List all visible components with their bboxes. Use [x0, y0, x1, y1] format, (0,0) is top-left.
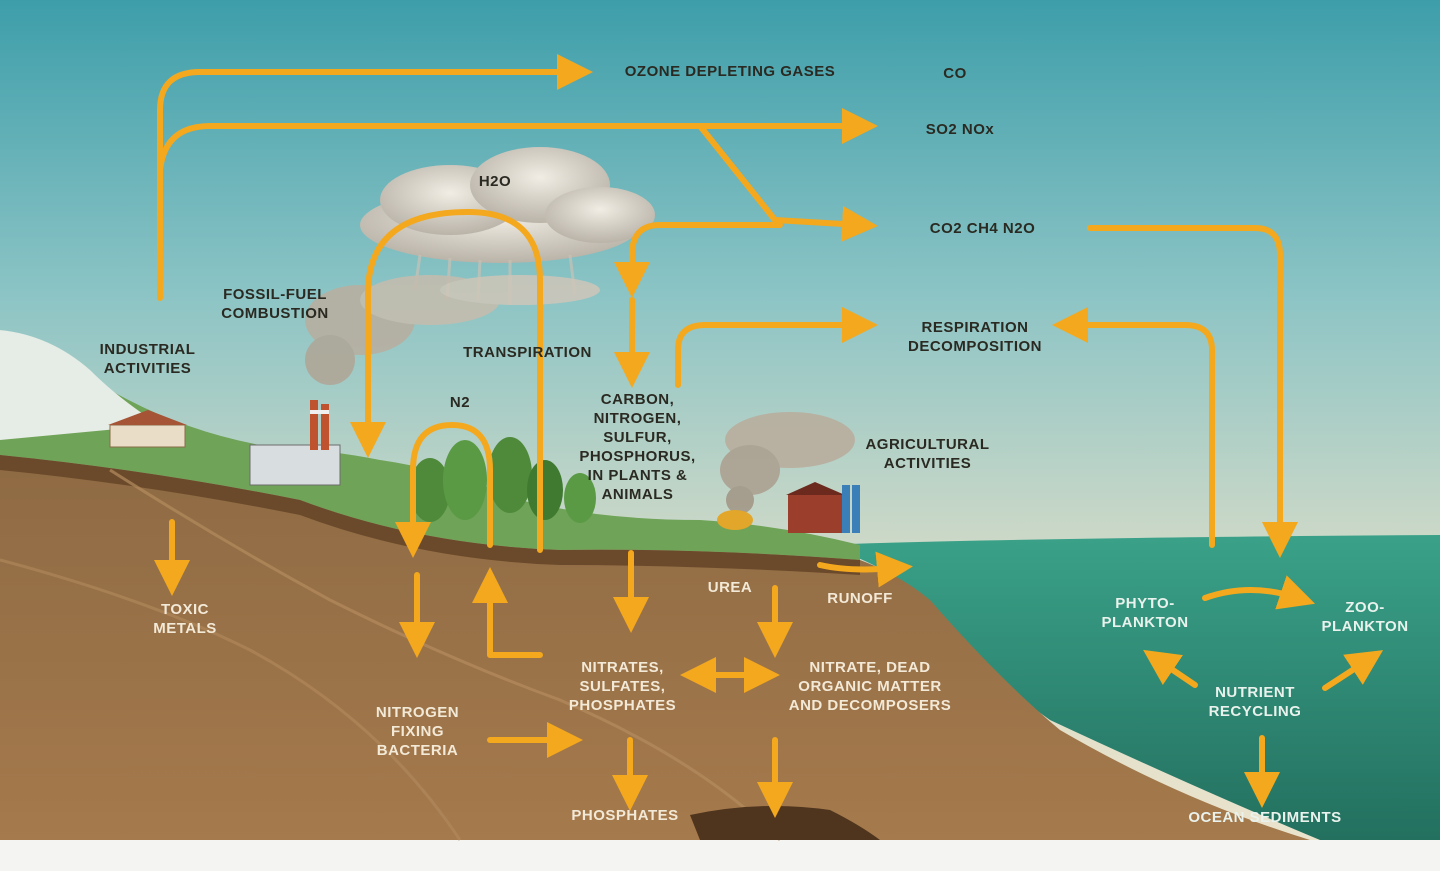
label-phytoplankton: PHYTO- PLANKTON	[1101, 595, 1189, 631]
label-runoff: RUNOFF	[827, 590, 893, 607]
label-nutrient-recycling: NUTRIENT RECYCLING	[1208, 684, 1302, 720]
label-n2: N2	[449, 394, 471, 411]
smoke-plume	[305, 275, 600, 385]
label-nitrate-dead-organic-matter: NITRATE, DEAD ORGANIC MATTER AND DECOMPO…	[788, 659, 952, 714]
label-urea: UREA	[707, 579, 753, 596]
soil-layer-top	[0, 455, 1310, 840]
arrows	[154, 54, 1384, 818]
arrow-industrial-to-ozone	[157, 54, 593, 301]
arrow-n2-loop	[395, 422, 493, 558]
soil-strata-1	[109, 468, 782, 842]
ocean	[820, 535, 1440, 840]
label-nitrates-sulfates-phosphates: NITRATES, SULFATES, PHOSPHATES	[568, 659, 677, 714]
label-transpiration: TRANSPIRATION	[463, 344, 592, 361]
forest	[410, 437, 596, 523]
arrow-nutrient-to-phyto	[1143, 649, 1198, 688]
arrow-phyto-to-zoo	[1202, 575, 1316, 610]
label-phosphates: PHOSPHATES	[571, 807, 679, 824]
rain-cloud	[360, 147, 655, 305]
label-agricultural-activities: AGRICULTURAL ACTIVITIES	[865, 436, 990, 472]
arrow-nutrient-to-zoo	[1322, 650, 1384, 691]
label-toxic-metals: TOXIC METALS	[153, 601, 217, 637]
arrow-co2-to-ocean	[1087, 225, 1298, 558]
label-fossil-fuel-combustion: FOSSIL-FUEL COMBUSTION	[221, 286, 329, 322]
label-ozone-depleting-gases: OZONE DEPLETING GASES	[624, 63, 836, 80]
arrow-cloud-loop	[350, 209, 543, 553]
arrow-co2-to-plants	[614, 222, 783, 298]
industrial-building	[108, 410, 187, 448]
arrow-to-co2	[697, 123, 878, 242]
farm-buildings	[717, 482, 860, 533]
arrow-bacteria-up	[472, 567, 543, 658]
label-zooplankton: ZOO- PLANKTON	[1321, 599, 1409, 635]
label-co2-ch4-n2o: CO2 CH4 N2O	[929, 220, 1036, 237]
bottom-margin	[0, 840, 1440, 871]
label-nitrogen-fixing-bacteria: NITROGEN FIXING BACTERIA	[375, 704, 460, 759]
power-plant	[249, 400, 341, 486]
arrow-industrial-to-so2	[157, 108, 878, 173]
soil-cave	[690, 806, 880, 840]
snow-mountain	[0, 330, 160, 440]
label-carbon-nitrogen-sulfur-phosphorus: CARBON, NITROGEN, SULFUR, PHOSPHORUS, IN…	[579, 391, 696, 503]
arrow-runoff	[817, 551, 913, 588]
farm-smoke	[720, 412, 855, 514]
label-so2-nox: SO2 NOx	[925, 121, 995, 138]
soil-layer-dark	[0, 455, 860, 575]
label-h2o-cloud: H2O	[478, 173, 512, 190]
arrow-plants-to-respiration	[675, 307, 878, 388]
soil-strata-2	[0, 558, 462, 841]
label-respiration-decomposition: RESPIRATION DECOMPOSITION	[907, 319, 1042, 355]
label-co: CO	[943, 65, 967, 82]
label-industrial-activities: INDUSTRIAL ACTIVITIES	[99, 341, 196, 377]
arrow-ocean-to-respiration	[1052, 307, 1215, 548]
label-ocean-sediments: OCEAN SEDIMENTS	[1188, 809, 1342, 826]
